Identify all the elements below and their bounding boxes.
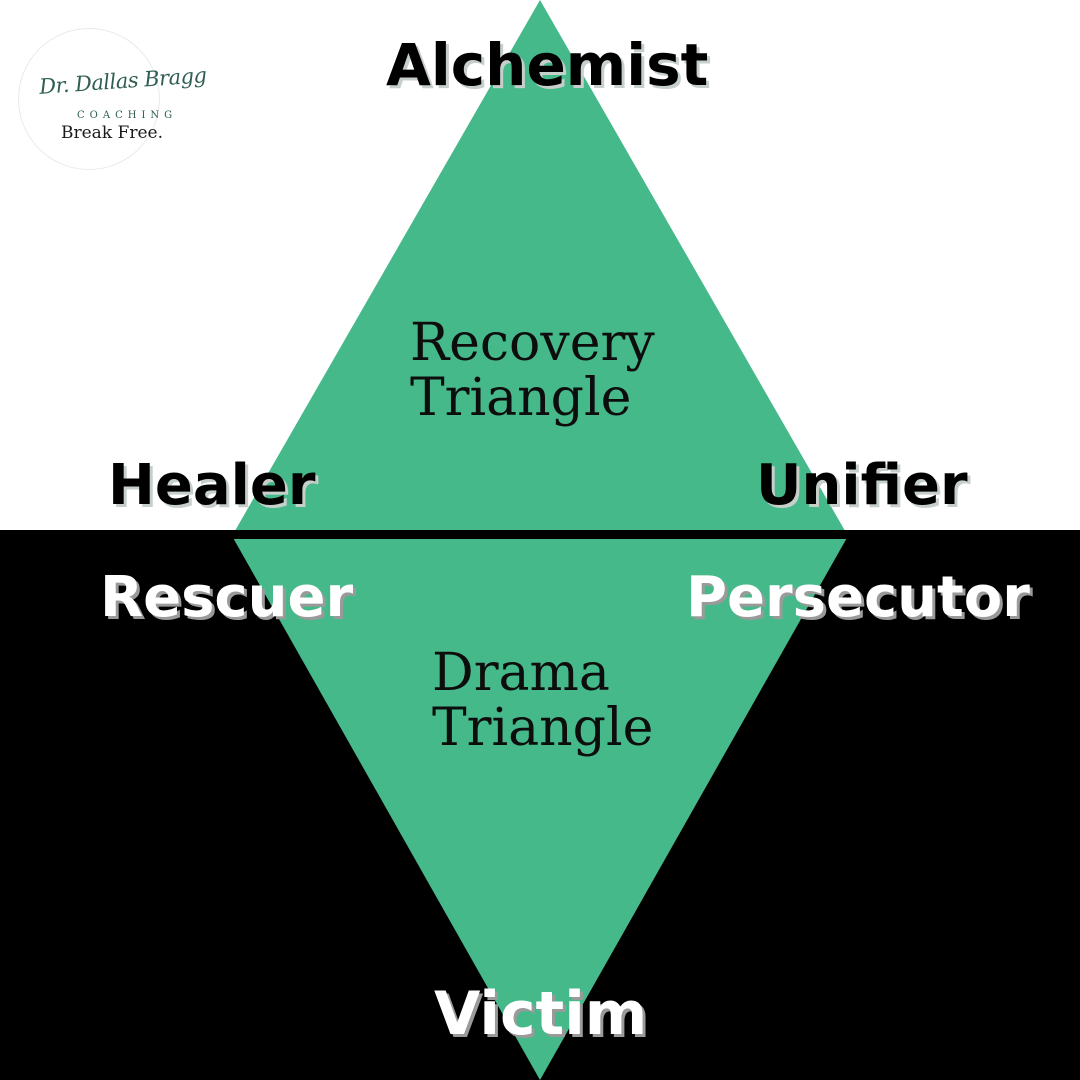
role-persecutor: Persecutor <box>686 565 1030 630</box>
drama-title-line2: Triangle <box>432 697 654 758</box>
recovery-triangle-title: Recovery Triangle <box>410 316 655 425</box>
recovery-title-line1: Recovery <box>410 313 655 373</box>
brand-logo: Dr. Dallas Bragg COACHING Break Free. <box>18 28 207 170</box>
drama-triangle-shape <box>232 536 848 1080</box>
role-healer: Healer <box>108 453 316 518</box>
role-victim: Victim <box>434 979 648 1049</box>
drama-triangle-title: Drama Triangle <box>432 646 653 755</box>
triangle-divider-line <box>0 530 1080 539</box>
logo-subtitle: COACHING <box>77 110 178 121</box>
role-unifier: Unifier <box>756 453 968 518</box>
role-alchemist: Alchemist <box>386 31 709 99</box>
drama-title-line1: Drama <box>432 643 610 703</box>
role-rescuer: Rescuer <box>100 565 354 630</box>
recovery-title-line2: Triangle <box>410 367 632 428</box>
logo-tagline: Break Free. <box>61 123 163 143</box>
recovery-triangle-shape <box>232 0 848 536</box>
